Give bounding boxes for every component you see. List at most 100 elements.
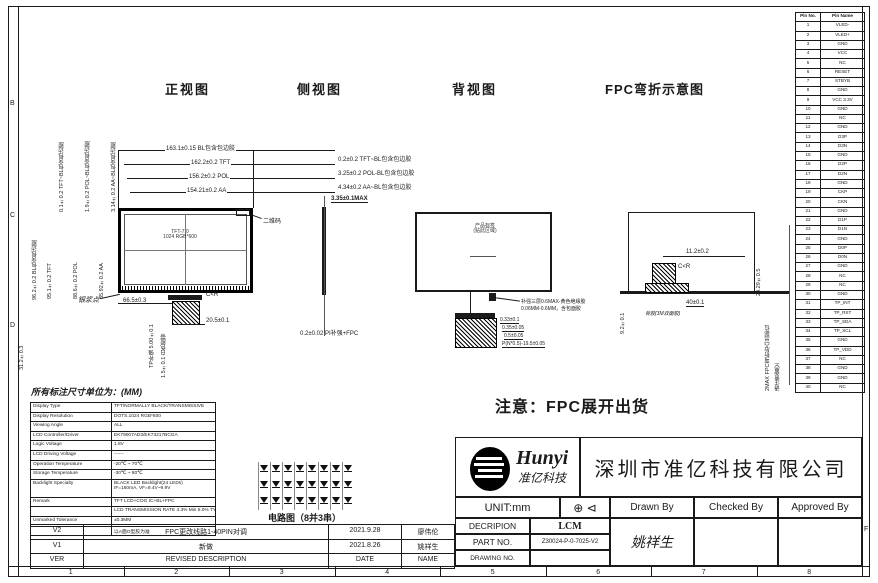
zone-tick (123, 566, 125, 577)
approved-by-label: Approved By (791, 502, 849, 513)
led-diode-icon (282, 462, 294, 478)
dim-tp-stiffener: TP补强 5.00±0.1 (149, 324, 155, 368)
front-view-title: 正视图 (165, 82, 211, 97)
part-no-value-cell: Z30024-P-0-7025-V2 (530, 534, 610, 550)
zone-number: 5 (490, 569, 495, 576)
cr-note: C<R (206, 292, 219, 298)
unit-cell: UNIT:mm (455, 497, 560, 518)
spec-row: Operation Temperature-20℃ ~ 70℃ (31, 460, 215, 471)
left-gutter-line (18, 6, 19, 577)
zone-letter: F (864, 526, 869, 533)
spec-row: Storage Temperature-30℃ ~ 80℃ (31, 470, 215, 480)
fpc-bar (455, 313, 495, 318)
back-fpc-connector (455, 318, 497, 348)
checked-by-header: Checked By (694, 497, 778, 518)
fpc-connector (172, 301, 200, 325)
bend-adhesive-label: 背胶(3M双面胶) (645, 311, 681, 317)
screen-text-line2: 1024 RGB*600 (163, 234, 197, 241)
bend-dim-width: 11.2±0.2 (685, 249, 710, 256)
part-no-value: Z30024-P-0-7025-V2 (541, 539, 599, 545)
drawn-by-name: 姚祥生 (631, 534, 673, 550)
qr-code-box (236, 209, 250, 216)
dim-left-pol: 88.6±0.2 POL (73, 262, 79, 299)
circuit-label: 电路图（8并3串） (268, 513, 342, 523)
screen-text: TFT-7.0 1024 RGB*600 (140, 229, 220, 241)
led-diode-icon (318, 462, 330, 478)
hunyi-logo-icon (470, 447, 510, 491)
spec-row: LCD Driving Voltage------ (31, 450, 215, 461)
zone-number: 6 (596, 569, 601, 576)
zone-tick (229, 566, 230, 577)
description-value-cell: LCM (530, 518, 610, 534)
dim-top-bl: 163.1±0.15 BL包含包边胶 (165, 146, 236, 153)
ext-line (324, 196, 325, 336)
front-view-outline (118, 208, 253, 293)
dim-line (172, 324, 205, 325)
third-angle-cone-icon: ⊲ (586, 500, 597, 515)
drawing-no-label-cell: DRAWING NO. (455, 550, 530, 566)
stack-dim-1: 0.33±0.1 (500, 317, 520, 325)
fpc-bar (168, 295, 202, 300)
dim-right-aa-bl: 4.34±0.2 AA~BL包含包边胶 (338, 185, 412, 191)
qr-code-label: 二维码 (263, 219, 282, 225)
stack-dim-2: 0.35±0.05 (502, 325, 525, 333)
ext-line (253, 150, 254, 208)
led-diode-icon (330, 494, 342, 510)
zone-tick (440, 566, 441, 577)
spec-row: 以A面O型胶为准 (31, 526, 215, 536)
third-angle-circle-icon: ⊕ (573, 500, 584, 515)
led-diode-icon (342, 478, 354, 494)
zone-tick (545, 566, 547, 577)
approved-by-empty-cell (778, 518, 862, 566)
zone-number: 2 (174, 569, 179, 576)
dim-bottom-66: 66.5±0.3 (122, 298, 148, 305)
silver-dot-label: 银浆点 (78, 297, 99, 304)
dim-line (118, 303, 172, 304)
back-label-line1: 产品标签 (474, 223, 495, 229)
led-diode-icon (330, 462, 342, 478)
spec-row: Unmarked Tolerance±0.3MM (31, 516, 215, 527)
side-dim-bottom: 0.2±0.02 PI补强+FPC (300, 331, 359, 337)
pin-table-header: Pin No. Pin Name (796, 13, 864, 23)
center-line-h (124, 250, 247, 251)
checked-by-empty-cell (694, 518, 778, 566)
pin-name-header: Pin Name (832, 13, 853, 19)
logo-cell (455, 437, 580, 497)
zone-tick (651, 566, 652, 577)
back-note-line1: 补强三层0.6MAX-黄色绝缘胶 (521, 299, 586, 305)
dim-right-tft-bl: 0.2±0.2 TFT~BL包含包边胶 (338, 157, 412, 163)
units-note: 所有标注尺寸单位为：(MM) (31, 387, 142, 397)
back-note-line2: 0.06MM-0.6MM，含包面胶 (521, 306, 582, 312)
led-diode-icon (270, 462, 282, 478)
dim-line (663, 256, 745, 257)
center-line-v (185, 214, 186, 285)
company-cell: 深圳市准亿科技有限公司 (580, 437, 862, 497)
zone-letter: C (10, 212, 16, 219)
description-label: DECRIPION (468, 521, 517, 531)
bend-cr-note: C<R (678, 264, 691, 270)
side-view-title: 侧视图 (297, 82, 343, 97)
